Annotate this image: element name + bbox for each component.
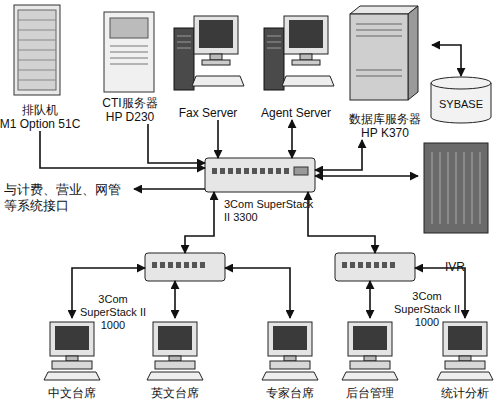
node-label: IVR <box>445 260 465 274</box>
ivr-system: IVR <box>418 140 492 274</box>
fax-server: Fax Server <box>172 8 244 120</box>
ivr-lines <box>432 152 480 224</box>
node-label: Agent Server <box>261 106 331 120</box>
ivr-unit <box>424 143 488 233</box>
network-link <box>225 268 290 318</box>
node-label: 中文台席 <box>48 386 96 400</box>
server-side <box>408 6 418 100</box>
switch-body <box>335 253 415 281</box>
network-link <box>40 131 205 168</box>
workstation <box>437 322 493 380</box>
network-link <box>148 124 205 163</box>
seat-terminal: 专家台席 <box>262 318 318 400</box>
network-link <box>432 45 461 76</box>
node-label: HP D230 <box>106 110 154 124</box>
workstation <box>44 322 100 380</box>
server-lines <box>356 24 402 76</box>
interface-note: 与计费、营业、网管 等系统接口 <box>4 182 134 216</box>
database-cylinder: SYBASE <box>430 76 492 124</box>
tower-server <box>104 12 154 92</box>
rack-body <box>14 5 60 95</box>
node-label: Fax Server <box>179 106 238 120</box>
switch-body <box>205 158 315 192</box>
node-label: 后台管理 <box>346 386 394 400</box>
database-server <box>350 6 418 100</box>
node-label: 排队机 <box>22 103 58 117</box>
fax-computer <box>174 16 244 90</box>
node-label: 3Com SuperStack II 1000 <box>78 293 148 332</box>
network-link <box>308 192 375 253</box>
switch-ports <box>212 168 289 174</box>
cylinder-rim <box>431 83 491 89</box>
seat-terminal: 中文台席 <box>44 318 100 400</box>
node-label: 3Com SuperStack II 3300 <box>224 198 319 224</box>
queue-machine: 排队机M1 Option 51C <box>0 3 80 131</box>
network-link <box>291 120 293 158</box>
rack-shelves <box>18 20 56 80</box>
right-switch <box>335 253 415 281</box>
access-switch: 3Com SuperStack II 1000 <box>145 253 225 281</box>
node-label: 专家台席 <box>266 386 314 400</box>
core-switch: 3Com SuperStack II 3300 <box>205 158 315 192</box>
switch-module <box>294 167 308 175</box>
network-link <box>315 140 362 170</box>
node-label: 统计分析 <box>441 386 489 400</box>
switch-ports <box>342 262 395 268</box>
workstation <box>342 322 398 380</box>
node-label: 数据库服务器 <box>349 112 421 126</box>
tower-panel <box>110 18 148 38</box>
network-link <box>369 281 371 318</box>
rack-cabinet <box>14 5 60 95</box>
rack-front <box>18 10 56 90</box>
node-label: 与计费、营业、网管 等系统接口 <box>4 182 134 214</box>
workstation <box>262 322 318 380</box>
cylinder-body <box>431 77 491 123</box>
node-label: HP K370 <box>361 126 409 140</box>
tower-body <box>104 12 154 92</box>
database-server: 数据库服务器HP K370 <box>338 3 432 140</box>
network-link <box>315 175 418 177</box>
switch-body <box>145 253 225 281</box>
agent-computer <box>264 16 334 90</box>
agent-server: Agent Server <box>258 8 334 120</box>
node-label: 英文台席 <box>151 386 199 400</box>
ivr-body <box>424 143 488 233</box>
server-front <box>350 14 408 100</box>
seat-terminal: 后台管理 <box>342 318 398 400</box>
access-switch: 3Com SuperStack II 1000 <box>335 253 415 281</box>
node-label: CTI服务器 <box>102 96 157 110</box>
network-link <box>134 188 205 190</box>
network-link <box>174 281 176 318</box>
cti-server: CTI服务器HP D230 <box>92 8 168 124</box>
seat-terminal: 英文台席 <box>147 318 203 400</box>
seat-terminal: 统计分析 <box>437 318 493 400</box>
server-top <box>350 6 418 14</box>
switch-ports <box>152 262 205 268</box>
node-label: 3Com SuperStack II 1000 <box>392 290 462 329</box>
main-switch <box>205 158 315 192</box>
workstation <box>147 322 203 380</box>
left-switch <box>145 253 225 281</box>
tower-slots <box>110 46 148 64</box>
network-link <box>217 120 219 158</box>
node-label: M1 Option 51C <box>0 117 80 131</box>
node-label: SYBASE <box>439 90 483 110</box>
network-link <box>185 192 214 253</box>
